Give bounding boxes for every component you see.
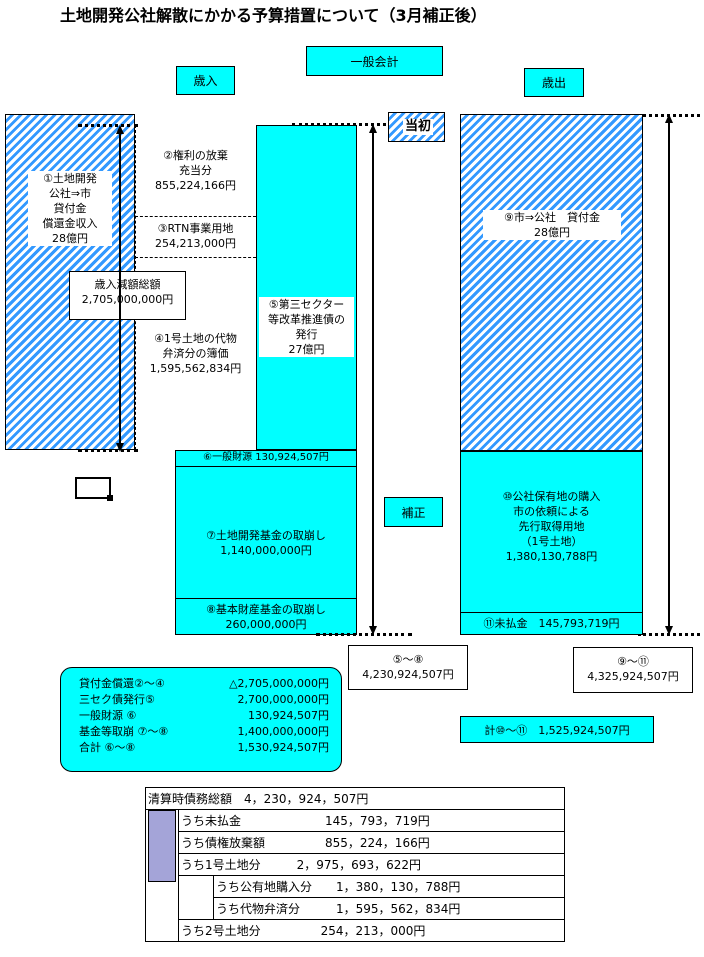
liquidation-total-text: 時債務総額 4，230，924，507円 xyxy=(172,792,369,806)
revenue-item3-text: ③RTN事業用地 254,213,000円 xyxy=(155,222,236,250)
summary-box: 貸付金償還②～④ △2,705,000,000円 三セク債発行⑤ 2,700,0… xyxy=(60,667,342,772)
liquidation-row: うち代物弁済分 1，595，562，834円 xyxy=(213,897,565,920)
liquidation-side-cell xyxy=(145,809,179,942)
initial-label: 当初 xyxy=(403,119,433,135)
dashed-divider xyxy=(135,216,256,217)
summary-value: 2,700,000,000円 xyxy=(237,693,329,706)
liquidation-head: 清算 xyxy=(148,792,173,806)
arrow-up-icon xyxy=(665,114,673,123)
revenue-label: 歳入 xyxy=(176,66,235,95)
page-title: 土地開発公社解散にかかる予算措置について（3月補正後） xyxy=(60,6,487,25)
dotted-guide xyxy=(316,633,412,636)
summary-row: 基金等取崩 ⑦～⑧ 1,400,000,000円 xyxy=(79,724,329,740)
expenditure-label: 歳出 xyxy=(524,68,584,97)
summary-value: 1,400,000,000円 xyxy=(237,725,329,738)
supplementary-label: 補正 xyxy=(384,497,443,527)
revenue-total-box: ⑤～⑧ 4,230,924,507円 xyxy=(348,645,468,690)
liquidation-row: うち2号土地分 254，213，000円 xyxy=(178,919,565,942)
summary-label: 貸付金償還②～④ xyxy=(79,677,165,690)
arrow-down-icon xyxy=(369,626,377,635)
arrow-down-icon xyxy=(116,443,124,452)
expenditure-sum-box: 計⑩～⑪ 1,525,924,507円 xyxy=(460,716,654,743)
summary-value: 1,530,924,507円 xyxy=(237,741,329,754)
liquidation-row: うち公有地購入分 1，380，130，788円 xyxy=(213,875,565,898)
summary-label: 一般財源 ⑥ xyxy=(79,709,137,722)
revenue-item5-block: ⑤第三セクター 等改革推進債の 発行 27億円 xyxy=(256,125,357,450)
lavender-block xyxy=(148,810,176,882)
liquidation-indent-cell xyxy=(178,875,214,920)
summary-row: 三セク債発行⑤ 2,700,000,000円 xyxy=(79,692,329,708)
arrow-up-icon xyxy=(116,125,124,134)
revenue-reduction-box: 歳入減額総額 2,705,000,000円 xyxy=(69,271,186,320)
summary-row: 合計 ⑥～⑧ 1,530,924,507円 xyxy=(79,740,329,756)
summary-value: △2,705,000,000円 xyxy=(229,677,329,690)
revenue-item2-text: ②権利の放棄 充当分 855,224,166円 xyxy=(155,149,236,192)
revenue-total-arrow-line xyxy=(372,132,374,626)
arrow-down-icon xyxy=(665,626,673,635)
expenditure-total-arrow-line xyxy=(668,122,670,626)
summary-row: 貸付金償還②～④ △2,705,000,000円 xyxy=(79,676,329,692)
revenue-items-6-8-block xyxy=(175,450,357,635)
liquidation-row: うち債権放棄額 855，224，166円 xyxy=(178,831,565,854)
summary-label: 三セク債発行⑤ xyxy=(79,693,155,706)
divider xyxy=(175,466,357,467)
expenditure-items-10-11-block xyxy=(460,451,643,635)
liquidation-row-total: 清算時債務総額 4，230，924，507円 xyxy=(145,787,565,810)
small-empty-box xyxy=(75,477,111,499)
reduction-arrow-line xyxy=(119,133,121,443)
summary-value: 130,924,507円 xyxy=(248,709,329,722)
box-corner-mark xyxy=(107,495,113,501)
expenditure-item11-text: ⑪未払金 145,793,719円 xyxy=(483,617,620,630)
revenue-item7-text: ⑦土地開発基金の取崩し 1,140,000,000円 xyxy=(206,529,326,557)
revenue-item5-text: ⑤第三セクター 等改革推進債の 発行 27億円 xyxy=(259,297,354,357)
summary-label: 合計 ⑥～⑧ xyxy=(79,741,136,754)
liquidation-row: うち未払金 145，793，719円 xyxy=(178,809,565,832)
general-account-label: 一般会計 xyxy=(306,46,443,76)
dotted-guide xyxy=(78,124,138,127)
liquidation-table: 清算時債務総額 4，230，924，507円 うち未払金 145，793，719… xyxy=(145,787,565,942)
summary-label: 基金等取崩 ⑦～⑧ xyxy=(79,725,169,738)
expenditure-item9-block: ⑨市⇒公社 貸付金 28億円 xyxy=(460,114,643,451)
revenue-item6-text: ⑥一般財源 130,924,507円 xyxy=(203,452,329,463)
divider xyxy=(175,598,357,599)
dotted-guide xyxy=(78,449,138,452)
liquidation-row: うち1号土地分 2，975，693，622円 xyxy=(178,853,565,876)
arrow-up-icon xyxy=(369,124,377,133)
divider xyxy=(460,612,643,613)
summary-row: 一般財源 ⑥ 130,924,507円 xyxy=(79,708,329,724)
revenue-item4-text: ④1号土地の代物 弁済分の簿価 1,595,562,834円 xyxy=(149,332,242,375)
expenditure-total-box: ⑨～⑪ 4,325,924,507円 xyxy=(573,647,693,693)
dashed-divider xyxy=(135,257,256,258)
revenue-item1-text: ①土地開発 公社⇒市 貸付金 償還金収入 28億円 xyxy=(28,171,112,246)
expenditure-item9-text: ⑨市⇒公社 貸付金 28億円 xyxy=(483,210,621,240)
revenue-item8-text: ⑧基本財産基金の取崩し 260,000,000円 xyxy=(206,603,326,631)
expenditure-item10-text: ⑩公社保有地の購入 市の依頼による 先行取得用地 （1号土地） 1,380,13… xyxy=(502,490,601,563)
dotted-guide xyxy=(292,123,386,126)
initial-label-box: 当初 xyxy=(388,112,445,142)
